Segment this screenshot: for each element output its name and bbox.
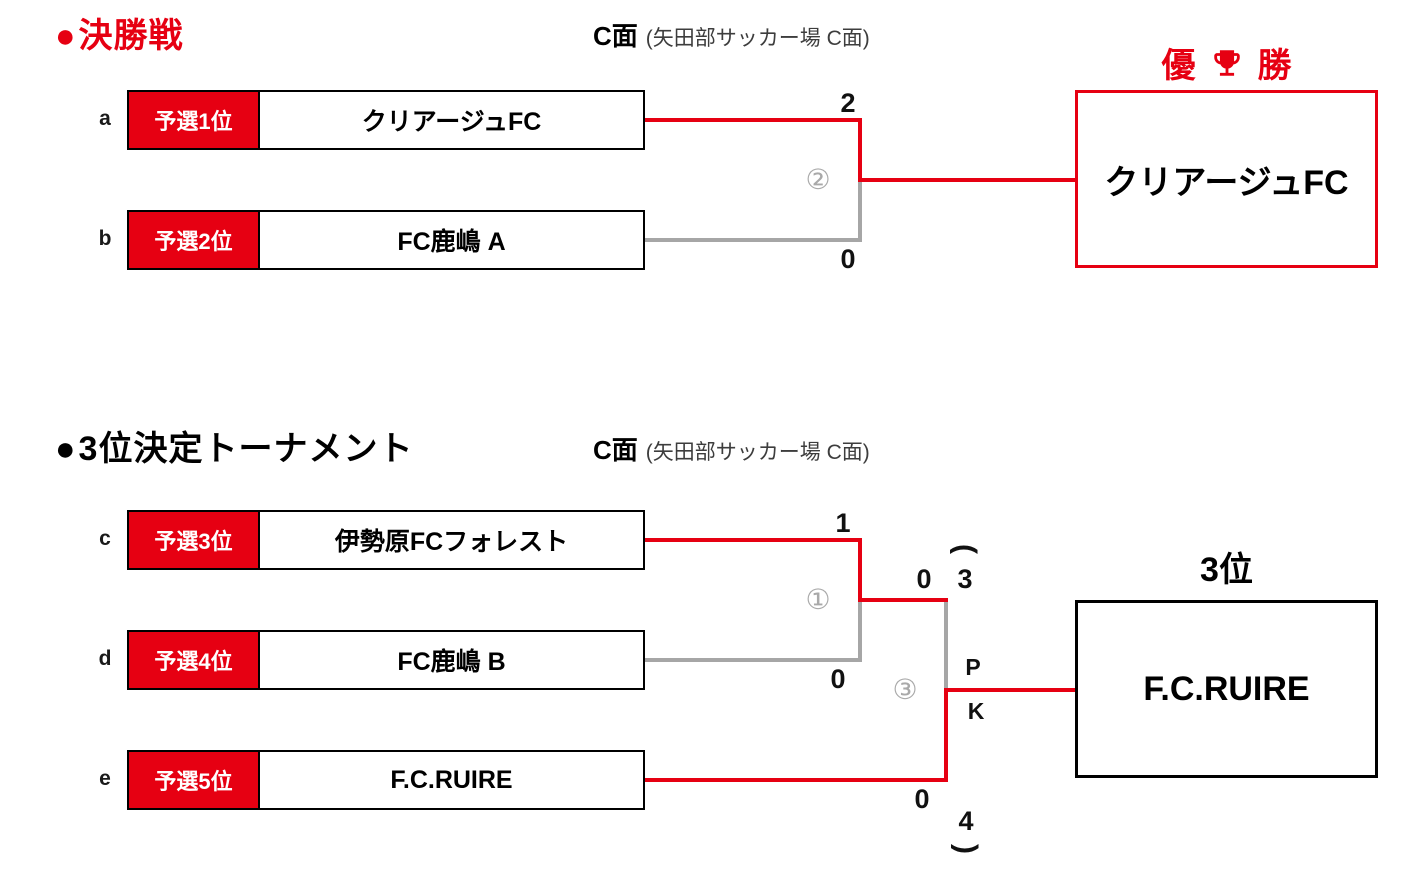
- pk-score-m3-bottom: 4: [958, 806, 974, 836]
- champion-team-name: クリアージュFC: [1104, 163, 1349, 202]
- bracket-line-third-winner: [944, 688, 1075, 692]
- bracket-line-final-winner: [858, 178, 1075, 182]
- bracket-line-e-out: [645, 778, 948, 782]
- team-name-d: FC鹿嶋 B: [397, 648, 506, 676]
- seed-badge-d: 予選4位: [129, 632, 260, 688]
- team-row-d: 予選4位 FC鹿嶋 B: [127, 630, 645, 690]
- bracket-line-m1winner-down: [944, 600, 948, 692]
- team-row-c: 予選3位 伊勢原FCフォレスト: [127, 510, 645, 570]
- row-letter-b: b: [98, 227, 112, 250]
- third-place-label: 3位: [1200, 551, 1253, 589]
- bracket-line-d-up: [858, 600, 862, 662]
- bullet-icon: ●: [55, 430, 77, 468]
- bracket-line-a-out: [645, 118, 862, 122]
- score-final-b: 0: [840, 244, 856, 274]
- score-m3-bottom: 0: [914, 784, 930, 814]
- third-venue-name: C面: [593, 435, 638, 465]
- third-venue-detail: (矢田部サッカー場 C面): [645, 441, 870, 464]
- match-number-2: ②: [805, 164, 831, 195]
- third-title-text: 3位決定トーナメント: [78, 430, 414, 468]
- pk-paren-open-icon: (: [949, 544, 982, 554]
- team-row-e: 予選5位 F.C.RUIRE: [127, 750, 645, 810]
- team-name-a: クリアージュFC: [361, 108, 542, 136]
- third-section-title: ●3位決定トーナメント: [55, 421, 413, 470]
- match-number-1: ①: [805, 584, 831, 615]
- bullet-icon: ●: [55, 17, 77, 55]
- final-section-title: ●決勝戦: [55, 8, 184, 57]
- third-place-team-name: F.C.RUIRE: [1143, 669, 1310, 708]
- pk-score-m3-top: 3: [957, 564, 973, 594]
- team-row-a: 予選1位 クリアージュFC: [127, 90, 645, 150]
- bracket-line-b-up: [858, 180, 862, 242]
- trophy-icon: [1210, 46, 1244, 80]
- pk-label-p: P: [965, 654, 981, 680]
- team-row-b: 予選2位 FC鹿嶋 A: [127, 210, 645, 270]
- row-letter-c: c: [99, 527, 111, 550]
- bracket-line-d-out: [645, 658, 862, 662]
- final-venue-detail: (矢田部サッカー場 C面): [645, 27, 870, 50]
- champion-label: 優 勝: [1075, 38, 1378, 87]
- bracket-line-a-down: [858, 118, 862, 182]
- row-letter-a: a: [99, 107, 111, 130]
- seed-badge-b: 予選2位: [129, 212, 260, 268]
- bracket-line-m1-winner: [858, 598, 948, 602]
- match-number-3: ③: [892, 674, 918, 705]
- third-place-box: F.C.RUIRE: [1075, 600, 1378, 778]
- champion-label-left: 優: [1161, 47, 1196, 85]
- champion-box: クリアージュFC: [1075, 90, 1378, 268]
- final-venue: C面 (矢田部サッカー場 C面): [593, 16, 870, 53]
- score-m1-c: 1: [835, 508, 851, 538]
- bracket-line-e-up: [944, 688, 948, 782]
- row-letter-d: d: [98, 647, 112, 670]
- final-venue-name: C面: [593, 21, 638, 51]
- row-letter-e: e: [99, 767, 111, 790]
- seed-badge-c: 予選3位: [129, 512, 260, 568]
- third-venue: C面 (矢田部サッカー場 C面): [593, 430, 870, 467]
- seed-badge-e: 予選5位: [129, 752, 260, 808]
- final-title-text: 決勝戦: [78, 17, 184, 55]
- score-final-a: 2: [840, 88, 856, 118]
- champion-label-right: 勝: [1257, 47, 1292, 85]
- seed-badge-a: 予選1位: [129, 92, 260, 148]
- score-m3-top: 0: [916, 564, 932, 594]
- bracket-line-c-down: [858, 538, 862, 602]
- bracket-line-c-out: [645, 538, 862, 542]
- pk-label-k: K: [967, 698, 985, 724]
- team-name-c: 伊勢原FCフォレスト: [334, 528, 569, 556]
- bracket-line-b-out: [645, 238, 862, 242]
- team-name-b: FC鹿嶋 A: [397, 228, 506, 256]
- pk-paren-close-icon: ): [950, 844, 983, 854]
- team-name-e: F.C.RUIRE: [390, 765, 513, 794]
- score-m1-d: 0: [830, 664, 846, 694]
